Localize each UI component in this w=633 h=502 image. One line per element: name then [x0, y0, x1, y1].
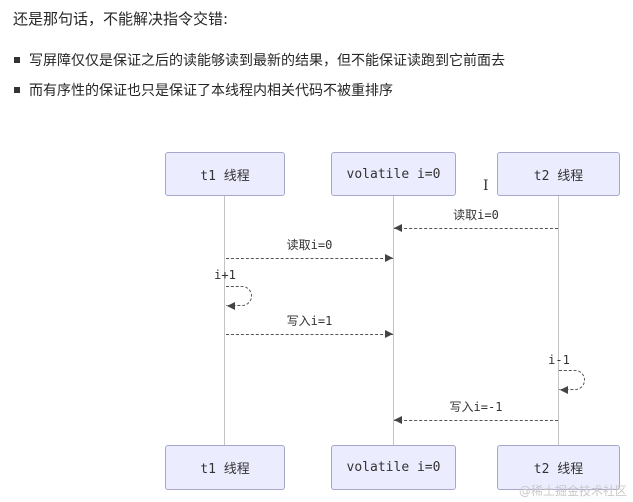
text-cursor-icon: I	[483, 178, 489, 194]
actor-label: t1 线程	[200, 168, 250, 184]
actor-volatile-top: volatile i=0	[331, 152, 456, 196]
self-loop-icon	[559, 370, 585, 390]
actor-label: t2 线程	[533, 168, 584, 184]
bullet-text: 而有序性的保证也只是保证了本线程内相关代码不被重排序	[29, 83, 393, 99]
actor-t1-top: t1 线程	[165, 152, 285, 196]
bullet-text: 写屏障仅仅是保证之后的读能够读到最新的结果，但不能保证读跑到它前面去	[29, 53, 505, 69]
lifeline-t1	[224, 196, 225, 445]
actor-t2-bottom: t2 线程	[497, 445, 620, 490]
arrowhead-left-icon	[394, 416, 402, 424]
bullet-icon	[14, 87, 20, 93]
arrowhead-left-icon	[227, 302, 235, 310]
self-loop-icon	[226, 286, 252, 306]
message-label: 读取i=0	[286, 238, 333, 252]
bullet-item: 而有序性的保证也只是保证了本线程内相关代码不被重排序	[14, 80, 623, 100]
arrowhead-right-icon	[385, 254, 393, 262]
actor-label: t1 线程	[200, 462, 250, 477]
actor-label: t2 线程	[533, 462, 584, 477]
actor-label: volatile i=0	[346, 166, 441, 182]
message-label: 写入i=-1	[449, 400, 503, 414]
arrowhead-right-icon	[385, 330, 393, 338]
lifeline-t2	[558, 196, 559, 445]
actor-t1-bottom: t1 线程	[165, 445, 285, 490]
message-line	[226, 334, 393, 335]
message-label: 写入i=1	[286, 314, 333, 328]
arrowhead-left-icon	[394, 224, 402, 232]
bullet-item: 写屏障仅仅是保证之后的读能够读到最新的结果，但不能保证读跑到它前面去	[14, 50, 623, 70]
watermark: @稀土掘金技术社区	[518, 484, 627, 498]
lifeline-volatile	[393, 196, 394, 445]
message-label: 读取i=0	[453, 208, 499, 222]
message-label: i+1	[214, 268, 236, 282]
message-line	[394, 228, 558, 229]
actor-t2-top: t2 线程	[497, 152, 620, 196]
message-line	[226, 258, 393, 259]
message-line	[394, 420, 558, 421]
actor-label: volatile i=0	[346, 460, 441, 475]
bullet-icon	[14, 57, 20, 63]
message-label: i-1	[548, 353, 570, 367]
page-title: 还是那句话，不能解决指令交错:	[13, 10, 229, 28]
arrowhead-left-icon	[560, 386, 568, 394]
actor-volatile-bottom: volatile i=0	[331, 445, 456, 490]
